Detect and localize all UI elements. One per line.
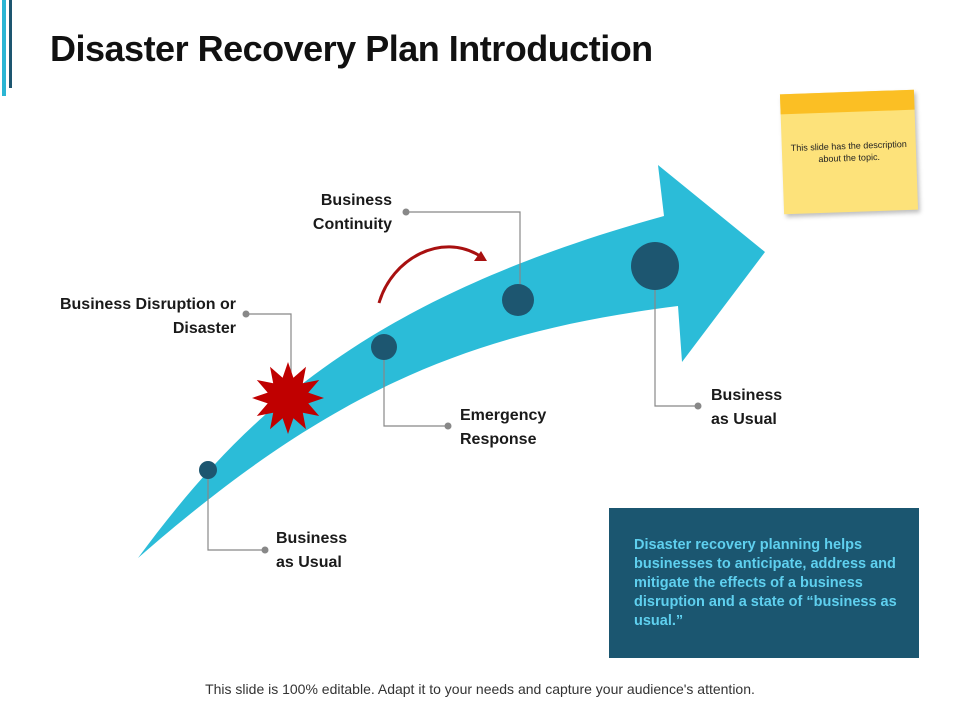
footer-note: This slide is 100% editable. Adapt it to…: [205, 681, 755, 697]
connector-stage-5: [654, 266, 698, 407]
accent-bar: [2, 0, 6, 96]
stage-label-line: Business: [711, 387, 783, 404]
stage-label-4: Business Continuity: [313, 189, 392, 237]
connector-lines: [207, 211, 698, 551]
sticky-note-text: This slide has the description about the…: [790, 138, 907, 165]
connector-dot: [444, 422, 452, 430]
curved-arrow-head: [474, 251, 487, 261]
connector-dot: [694, 402, 702, 410]
disruption-burst-icon: [252, 362, 324, 434]
page-title: Disaster Recovery Plan Introduction: [50, 28, 653, 69]
curved-arrow-icon: [377, 245, 481, 304]
info-box: Disaster recovery planning helps busines…: [609, 508, 919, 658]
connector-stage-2: [246, 313, 292, 375]
stage-label-2: Business Disruption or Disaster: [60, 293, 236, 341]
sticky-note: This slide has the description about the…: [779, 89, 919, 215]
connector-dot: [261, 546, 269, 554]
stage-label-1: Business as Usual: [276, 527, 347, 575]
info-box-text: Disaster recovery planning helps busines…: [634, 537, 897, 629]
connector-dots: [242, 208, 702, 554]
stage-label-line: Disaster: [172, 320, 236, 337]
connector-dot: [402, 208, 410, 216]
stage-label-line: Continuity: [312, 216, 392, 233]
stage-label-line: Business: [320, 192, 392, 209]
sticky-note-tape: [779, 89, 915, 115]
stage-label-3: Emergency Response: [460, 404, 546, 452]
stage-node-4: [502, 284, 534, 316]
stage-label-line: Business: [276, 530, 348, 547]
accent-bar-dark: [9, 0, 12, 88]
stage-label-line: as Usual: [276, 554, 342, 571]
connector-dot: [242, 310, 250, 318]
connector-stage-4: [406, 211, 521, 300]
stage-label-line: Business Disruption or: [59, 296, 236, 313]
stage-label-line: Response: [460, 431, 537, 448]
stage-label-line: Emergency: [460, 407, 547, 424]
stage-node-3: [371, 334, 397, 360]
stage-node-1: [199, 461, 217, 479]
stage-label-5: Business as Usual: [711, 384, 782, 432]
connector-stage-1: [207, 470, 265, 551]
stage-label-line: as Usual: [711, 411, 777, 428]
progress-arrow: [138, 165, 765, 558]
stage-node-5: [631, 242, 679, 290]
connector-stage-3: [383, 347, 448, 427]
